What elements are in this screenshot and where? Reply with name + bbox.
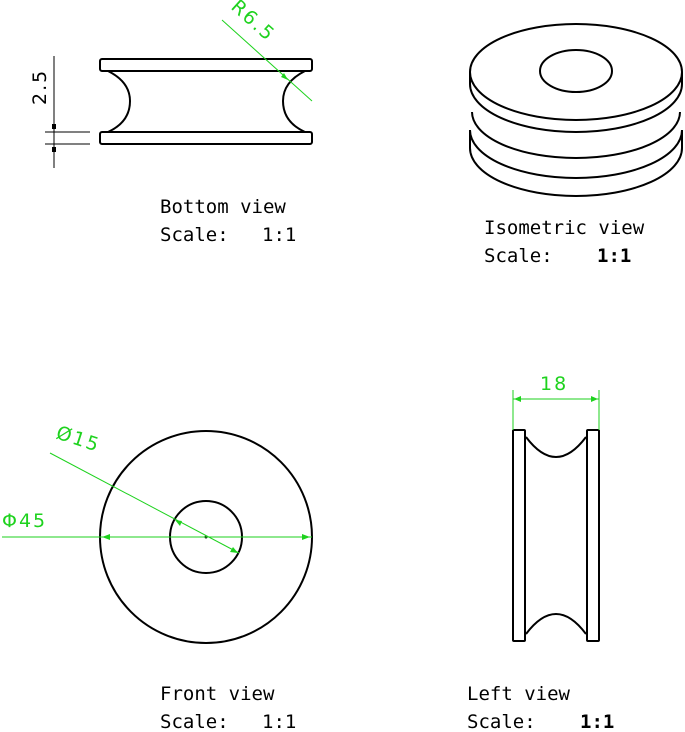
front-view-title: Front view (160, 683, 275, 705)
right-groove-arc (281, 70, 306, 133)
inner-diameter-dimension: Ø15 (49, 422, 240, 554)
thickness-dimension-text: 2.5 (29, 69, 51, 105)
thickness-dimension: 2.5 (29, 56, 90, 168)
left-view-title: Left view (467, 683, 571, 705)
radius-dimension: R6.5 (221, 0, 313, 102)
bottom-view: 2.5 R6.5 Bottom view Scale: 1:1 (29, 0, 313, 246)
left-flange (512, 429, 526, 642)
top-groove-arc (525, 436, 587, 458)
radius-arrowhead (281, 73, 288, 80)
bottom-groove-arc (525, 613, 587, 635)
width-arrow-left (514, 396, 521, 402)
outer-diameter-text: Φ45 (2, 510, 47, 532)
bottom-view-title: Bottom view (160, 196, 286, 218)
isometric-view-scale-label: Scale: (484, 245, 553, 267)
bottom-flange-side (469, 130, 683, 197)
right-flange (586, 429, 600, 642)
isometric-view-title: Isometric view (484, 217, 645, 239)
arrow-tick-bottom (52, 147, 56, 152)
left-view-geometry (512, 429, 600, 642)
bottom-flange (99, 131, 313, 145)
front-view-scale-value: 1:1 (262, 711, 296, 732)
inner-diameter-text: Ø15 (53, 422, 103, 457)
bottom-view-geometry (99, 58, 313, 145)
arrow-tick-top (52, 124, 56, 129)
width-dimension: 18 (512, 373, 600, 430)
bottom-view-scale-label: Scale: (160, 224, 229, 246)
top-flange (99, 58, 313, 72)
isometric-geometry (469, 23, 683, 197)
inner-diameter-leader (49, 452, 240, 554)
outer-diameter-dimension: Φ45 (2, 510, 312, 540)
left-groove-arc (107, 70, 132, 133)
front-view-scale-label: Scale: (160, 711, 229, 732)
top-flange-face (469, 23, 683, 121)
width-arrow-right (591, 396, 598, 402)
outer-diameter-arrow-left (102, 534, 110, 540)
bottom-flange-top-edge (469, 129, 683, 179)
bottom-view-scale-value: 1:1 (262, 224, 296, 246)
isometric-view-scale-value: 1:1 (597, 245, 631, 267)
bore-hole (539, 49, 613, 93)
left-view-scale-label: Scale: (467, 711, 536, 732)
hub-edge (471, 111, 681, 159)
outer-diameter-arrow-right (302, 534, 310, 540)
width-dimension-text: 18 (540, 373, 568, 395)
left-view-scale-value: 1:1 (580, 711, 614, 732)
top-flange-side (469, 72, 683, 133)
radius-dimension-text: R6.5 (227, 0, 280, 46)
inner-diameter-arrow-bottom (230, 547, 238, 553)
isometric-view: Isometric view Scale: 1:1 (469, 23, 683, 267)
inner-diameter-arrow-top (175, 520, 182, 526)
front-view: Φ45 Ø15 Front view Scale: 1:1 (2, 422, 313, 732)
radius-leader-line (221, 19, 313, 102)
left-view: 18 Left view Scale: 1:1 (467, 373, 614, 732)
